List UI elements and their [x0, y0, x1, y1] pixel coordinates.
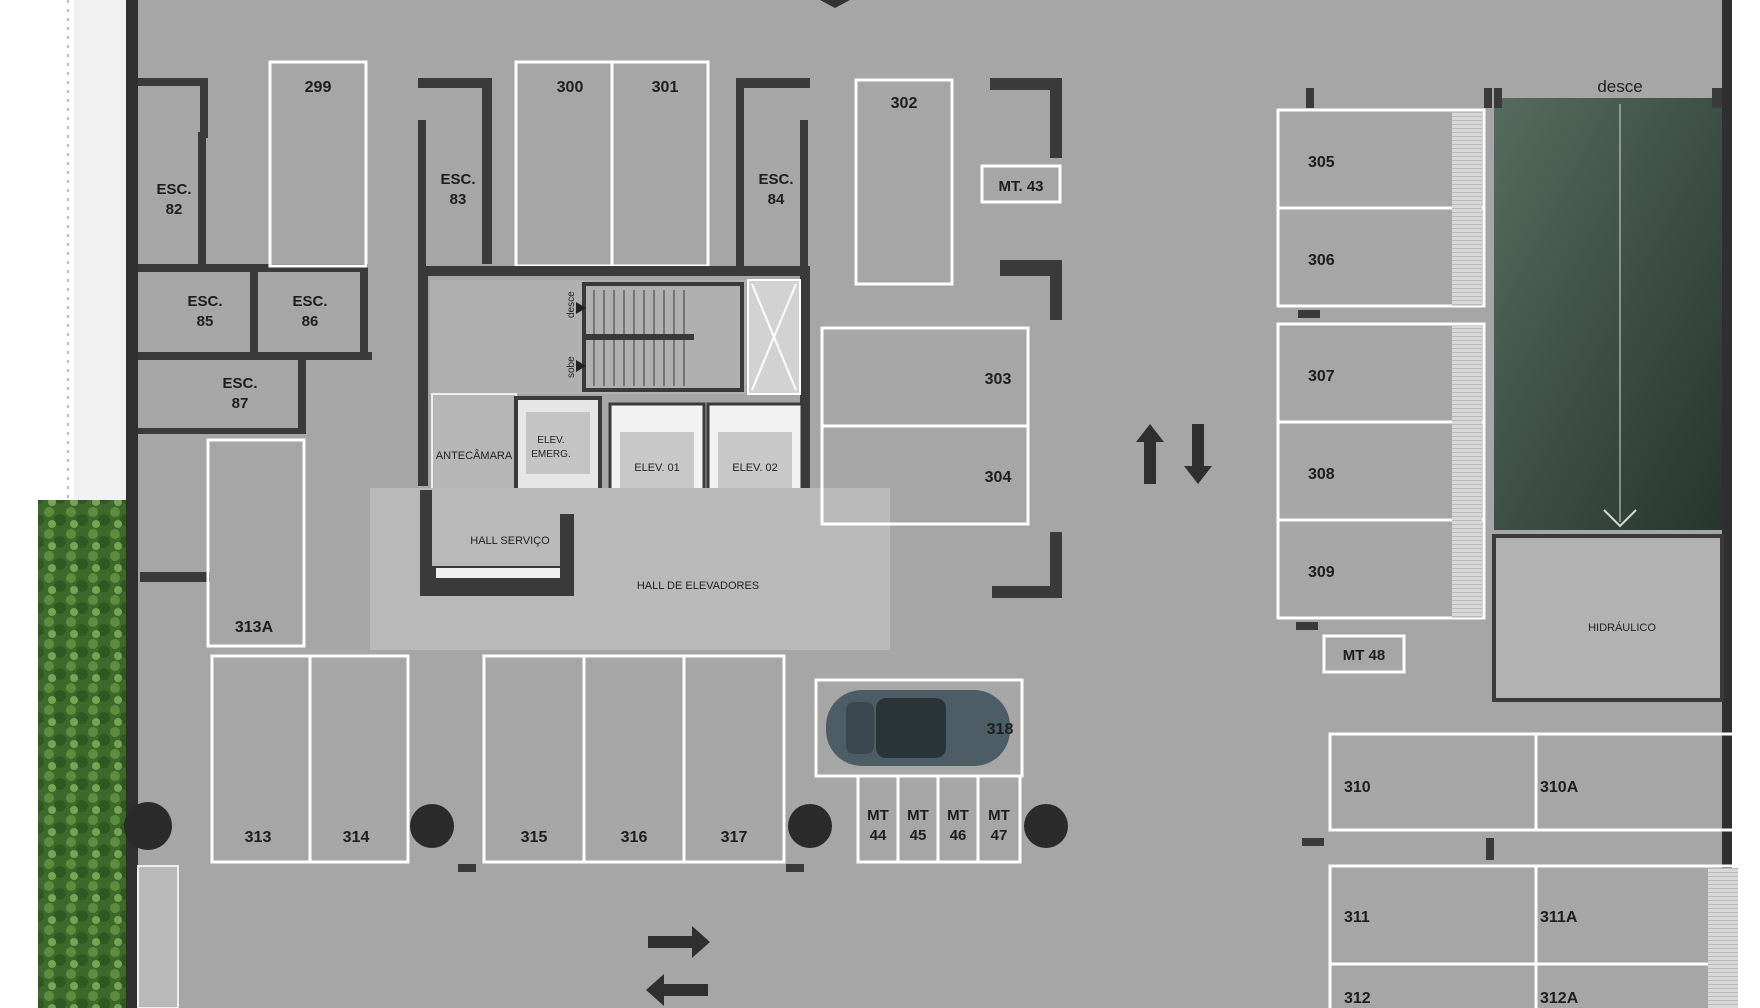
svg-text:307: 307 — [1308, 368, 1335, 385]
svg-text:312A: 312A — [1540, 990, 1579, 1007]
svg-text:82: 82 — [166, 201, 183, 218]
svg-text:310A: 310A — [1540, 779, 1579, 796]
column — [410, 804, 454, 848]
svg-text:311: 311 — [1344, 909, 1370, 926]
svg-text:ESC.: ESC. — [187, 293, 222, 310]
svg-text:MT 48: MT 48 — [1343, 647, 1386, 664]
slot-299 — [268, 60, 368, 268]
slot-304 — [820, 424, 1030, 526]
svg-text:84: 84 — [768, 191, 785, 208]
svg-text:308: 308 — [1308, 466, 1335, 483]
svg-text:314: 314 — [343, 829, 370, 846]
svg-text:EMERG.: EMERG. — [531, 449, 570, 460]
svg-text:309: 309 — [1308, 564, 1335, 581]
esc-87: ESC. 87 — [222, 375, 257, 412]
svg-text:85: 85 — [197, 313, 214, 330]
svg-text:313: 313 — [245, 829, 272, 846]
svg-text:MT: MT — [867, 807, 889, 824]
arrow-up-icon — [1136, 424, 1164, 484]
svg-text:ELEV. 01: ELEV. 01 — [634, 462, 679, 474]
hidraulico-label: HIDRÁULICO — [1588, 621, 1656, 634]
storage-block — [138, 78, 372, 582]
slot-299-label: 299 — [305, 79, 332, 96]
side-gate — [137, 865, 179, 1008]
svg-text:311A: 311A — [1540, 909, 1578, 926]
svg-text:301: 301 — [652, 79, 679, 96]
svg-text:303: 303 — [985, 371, 1012, 388]
svg-text:306: 306 — [1308, 252, 1335, 269]
esc-83-room: ESC. 83 — [418, 78, 492, 266]
slot-313a — [206, 438, 306, 648]
column-wall-top — [990, 78, 1062, 90]
ramp-down — [1494, 98, 1722, 530]
hall-elevadores-label: HALL DE ELEVADORES — [637, 580, 759, 592]
svg-text:312: 312 — [1344, 990, 1371, 1007]
svg-text:sobe: sobe — [566, 356, 577, 378]
mt-slots: MT 44 MT 45 MT 46 MT 47 — [856, 774, 1022, 864]
sidewalk — [74, 0, 126, 500]
hall-servico-label: HALL SERVIÇO — [470, 535, 550, 547]
svg-text:MT: MT — [907, 807, 929, 824]
column — [124, 802, 172, 850]
hidraulico-room — [1492, 534, 1724, 702]
svg-text:310: 310 — [1344, 779, 1371, 796]
outer-wall-left — [126, 0, 138, 1008]
svg-text:315: 315 — [521, 829, 548, 846]
svg-text:MT: MT — [988, 807, 1010, 824]
arrow-right-icon — [648, 926, 710, 958]
svg-text:44: 44 — [870, 827, 887, 844]
column — [788, 804, 832, 848]
svg-text:ESC.: ESC. — [440, 171, 475, 188]
svg-text:ESC.: ESC. — [222, 375, 257, 392]
right-slots: 305 306 307 308 309 — [1276, 88, 1492, 630]
svg-text:47: 47 — [991, 827, 1008, 844]
svg-text:304: 304 — [985, 469, 1012, 486]
esc-84-room: ESC. 84 — [736, 78, 810, 266]
stairs-down-arrow-icon — [576, 302, 586, 314]
car-icon — [826, 690, 1010, 766]
svg-text:305: 305 — [1308, 154, 1335, 171]
outer-wall-right — [1722, 0, 1732, 1008]
bottom-right-slots: 310 310A 311 311A 312 312A — [1302, 732, 1744, 1008]
building-core: desce sobe ANTECÂMARA ELEV. EMERG. ELEV.… — [370, 266, 890, 650]
svg-text:ELEV.: ELEV. — [537, 435, 564, 446]
green-wall — [38, 500, 130, 1008]
slot-mt43 — [980, 164, 1062, 204]
svg-text:318: 318 — [987, 721, 1014, 738]
esc-82: ESC. 82 — [156, 181, 191, 218]
top-arrow-icon — [820, 0, 850, 8]
esc-86: ESC. 86 — [292, 293, 327, 330]
slot-302 — [854, 78, 954, 286]
arrow-left-icon — [646, 974, 708, 1006]
slot-313a-label: 313A — [235, 619, 274, 636]
svg-text:86: 86 — [302, 313, 319, 330]
outer-wall-right-face — [1732, 0, 1760, 1008]
esc-85: ESC. 85 — [187, 293, 222, 330]
svg-text:83: 83 — [450, 191, 467, 208]
slot-mt48 — [1322, 634, 1406, 674]
column — [1024, 804, 1068, 848]
stairs-up-arrow-icon — [576, 360, 586, 372]
svg-text:ELEV. 02: ELEV. 02 — [732, 462, 777, 474]
stairs: desce sobe — [566, 282, 744, 392]
svg-text:desce: desce — [566, 291, 577, 318]
ramp-arrow-icon — [1603, 509, 1637, 528]
svg-text:ESC.: ESC. — [758, 171, 793, 188]
svg-text:ESC.: ESC. — [292, 293, 327, 310]
svg-text:87: 87 — [232, 395, 249, 412]
svg-text:ESC.: ESC. — [156, 181, 191, 198]
ramp-label: desce — [1597, 77, 1642, 96]
svg-text:46: 46 — [950, 827, 967, 844]
svg-text:MT. 43: MT. 43 — [998, 178, 1043, 195]
arrow-down-icon — [1184, 424, 1212, 484]
svg-text:316: 316 — [621, 829, 648, 846]
svg-text:302: 302 — [891, 95, 918, 112]
bottom-left-slots: 313 314 315 316 317 — [210, 654, 786, 864]
svg-text:MT: MT — [947, 807, 969, 824]
antecamara-label: ANTECÂMARA — [436, 449, 513, 462]
svg-text:45: 45 — [910, 827, 927, 844]
svg-text:317: 317 — [721, 829, 748, 846]
svg-text:300: 300 — [557, 79, 584, 96]
